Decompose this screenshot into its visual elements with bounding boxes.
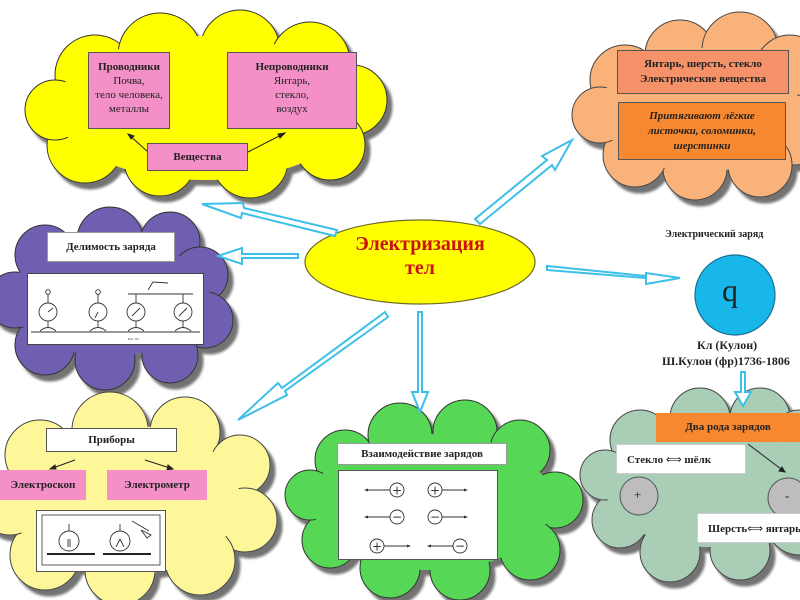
- nonconductors-box: Непроводники Янтарь, стекло, воздух: [227, 52, 357, 129]
- conductors-line: металлы: [108, 103, 150, 115]
- conductors-line: тело человека,: [95, 89, 163, 101]
- electric-substances-body: Притягивают лёгкие листочки, соломинки, …: [618, 102, 786, 160]
- glass-label: Стекло: [627, 454, 664, 466]
- negative-sign: -: [785, 488, 790, 503]
- plus-sign: +: [372, 540, 382, 554]
- charge-symbol: q: [722, 272, 738, 308]
- minus-sign: −: [430, 510, 440, 524]
- interaction-figure-drawing: + + − − + −: [364, 482, 468, 554]
- charge-unit: Кл (Кулон): [697, 338, 758, 352]
- arrow-to-devices: [237, 310, 390, 421]
- substances-root-box: Вещества: [147, 143, 248, 171]
- divisibility-title: Делимость заряда: [66, 241, 156, 253]
- electric-substances-body-line: Притягивают лёгкие: [649, 110, 755, 122]
- electroscope-label: Электроскоп: [10, 479, 76, 491]
- interaction-title: Взаимодействие зарядов: [361, 448, 483, 460]
- nonconductors-line: воздух: [276, 103, 308, 115]
- arrow-to-divisibility: [214, 246, 299, 266]
- wool-label: Шерсть: [708, 523, 748, 535]
- electroscope-sequence-figure: Рис. 85: [31, 281, 200, 341]
- positive-sign: +: [634, 487, 642, 502]
- nonconductors-line: Янтарь,: [273, 75, 311, 87]
- double-arrow-icon: ⟺: [665, 453, 682, 466]
- devices-title: Приборы: [88, 434, 135, 446]
- interaction-title-box: Взаимодействие зарядов: [337, 443, 507, 465]
- two-kinds-title: Два рода зарядов: [685, 421, 771, 433]
- positive-charge-circle: [619, 476, 659, 516]
- figure-caption: Рис. 85: [128, 337, 139, 341]
- plus-sign: +: [430, 484, 440, 498]
- devices-figure: [36, 510, 166, 572]
- silk-label: шёлк: [684, 454, 712, 466]
- electric-substances-line: Янтарь, шерсть, стекло: [644, 58, 762, 70]
- arrow-to-interaction: [410, 311, 430, 415]
- electric-substances-body-line: шерстинки: [673, 140, 731, 152]
- conductors-box: Проводники Почва, тело человека, металлы: [88, 52, 170, 129]
- center-ellipse: [304, 219, 536, 305]
- electrometer-box: Электрометр: [107, 470, 207, 500]
- wool-amber-box: Шерсть⟺ янтарь: [697, 513, 800, 543]
- arrow-to-charge: [546, 264, 681, 286]
- devices-links: [48, 459, 175, 471]
- charge-scientist: Ш.Кулон (фр)1736-1806: [662, 354, 790, 368]
- devices-title-box: Приборы: [46, 428, 177, 452]
- two-kinds-link: [747, 443, 786, 473]
- electric-substances-header: Янтарь, шерсть, стекло Электрические вещ…: [617, 50, 789, 94]
- glass-silk-box: Стекло ⟺ шёлк: [616, 444, 746, 474]
- minus-sign: −: [455, 539, 465, 553]
- nonconductors-title: Непроводники: [255, 61, 329, 73]
- arrows: [201, 137, 753, 421]
- center-title-line2: тел: [405, 257, 435, 279]
- arrow-to-two-kinds: [733, 371, 753, 409]
- divisibility-title-box: Делимость заряда: [47, 232, 175, 262]
- charge-title: Электрический заряд: [665, 229, 764, 240]
- electric-substances-line: Электрические вещества: [640, 73, 766, 85]
- center-title-line1: Электризация: [355, 233, 485, 255]
- plus-sign: +: [392, 484, 402, 498]
- center-title: Электризация тел: [320, 232, 520, 280]
- substances-root-label: Вещества: [173, 151, 222, 163]
- substances-links: [126, 132, 287, 153]
- conductors-title: Проводники: [98, 61, 160, 73]
- interaction-figure: + + − − + −: [338, 470, 498, 560]
- double-arrow-icon: ⟺: [747, 522, 763, 535]
- conductors-line: Почва,: [113, 75, 145, 87]
- charge-circle: [694, 254, 776, 336]
- nonconductors-line: стекло,: [275, 89, 309, 101]
- arrow-to-substances: [201, 201, 339, 238]
- electrometer-label: Электрометр: [124, 479, 190, 491]
- devices-figure-drawing: [41, 514, 161, 566]
- amber-label: янтарь: [765, 523, 800, 535]
- minus-sign: −: [392, 510, 402, 524]
- two-kinds-title-box: Два рода зарядов: [656, 413, 800, 442]
- divisibility-figure: Рис. 85: [27, 273, 204, 345]
- electric-substances-body-line: листочки, соломинки,: [647, 125, 756, 137]
- electroscope-box: Электроскоп: [0, 470, 86, 500]
- arrow-to-electric-substances: [473, 137, 575, 226]
